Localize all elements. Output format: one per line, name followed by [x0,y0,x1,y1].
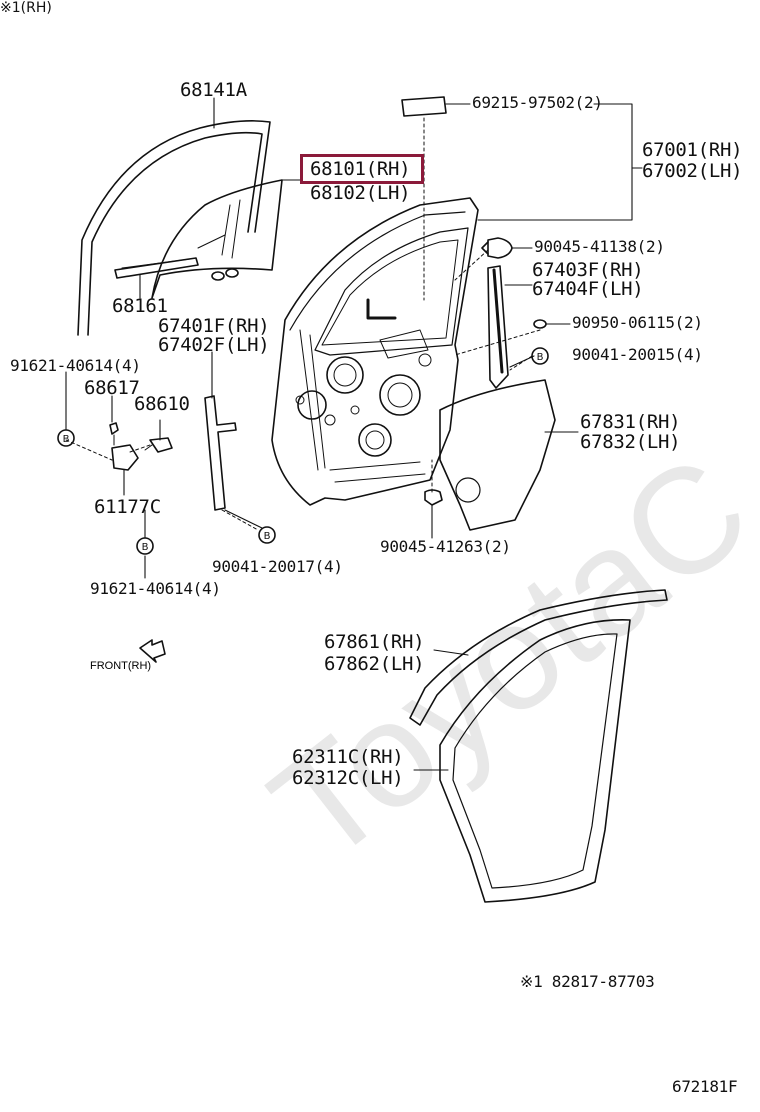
cushion-upper [487,237,513,259]
label-67861[interactable]: 67861(RH) [324,631,425,653]
belt-weatherstrip [409,589,668,726]
front-label: FRONT(RH) [90,660,152,672]
door-panel [271,197,479,506]
glass-channel [114,257,199,279]
label-68161[interactable]: 68161 [112,295,168,317]
door-weatherstrip [439,619,631,903]
b-marker [57,429,75,447]
pad [401,96,447,117]
label-67401f[interactable]: 67401F(RH) [158,315,270,337]
label-67001[interactable]: 67001(RH) [642,139,743,161]
highlight-box[interactable] [300,154,424,184]
label-91621-40614-upper[interactable]: 91621-40614(4) [10,356,141,375]
figure-code: 672181F [672,1077,738,1096]
regulator-channel [204,395,237,511]
label-90045-41138[interactable]: 90045-41138(2) [534,237,665,256]
label-90950-06115[interactable]: 90950-06115(2) [572,313,703,332]
label-90045-41263[interactable]: 90045-41263(2) [380,537,511,556]
label-91621-40614-lower[interactable]: 91621-40614(4) [90,579,221,598]
front-arrow [139,639,166,663]
label-62311c[interactable]: 62311C(RH) [292,746,404,768]
label-67403f[interactable]: 67403F(RH) [532,259,644,281]
label-67862[interactable]: 67862(LH) [324,653,425,675]
b-marker [258,526,276,544]
label-67831[interactable]: 67831(RH) [580,411,681,433]
label-67404f[interactable]: 67404F(LH) [532,278,644,300]
label-67402f[interactable]: 67402F(LH) [158,334,270,356]
label-68617[interactable]: 68617 [84,377,140,399]
b-marker [531,347,549,365]
cushion-lower [424,489,443,506]
label-68101[interactable]: 68101(RH) [310,158,411,180]
label-67832[interactable]: 67832(LH) [580,431,681,453]
label-61177c[interactable]: 61177C [94,496,161,518]
label-90041-20015[interactable]: 90041-20015(4) [572,345,703,364]
screw [109,422,119,435]
label-68141a[interactable]: 68141A [180,79,247,101]
label-68102[interactable]: 68102(LH) [310,182,411,204]
b-marker-label: B [264,531,271,542]
b-marker-label: B [142,542,149,553]
label-69215-97502[interactable]: 69215-97502(2) [472,93,603,112]
label-67002[interactable]: 67002(LH) [642,160,743,182]
door-glass [151,179,283,299]
b-marker-label: B [63,434,70,445]
glass-run-channel [77,120,271,336]
lock-body [111,444,139,471]
service-hole-cover [439,379,556,531]
window-regulator [487,265,509,389]
footer-note: ※1 82817-87703 [520,972,655,991]
label-68610[interactable]: 68610 [134,393,190,415]
label-90041-20017[interactable]: 90041-20017(4) [212,557,343,576]
b-marker-label: B [537,352,544,363]
b-marker [136,537,154,555]
label-62312c[interactable]: 62312C(LH) [292,767,404,789]
note-mark: ※1(RH) [0,0,52,16]
